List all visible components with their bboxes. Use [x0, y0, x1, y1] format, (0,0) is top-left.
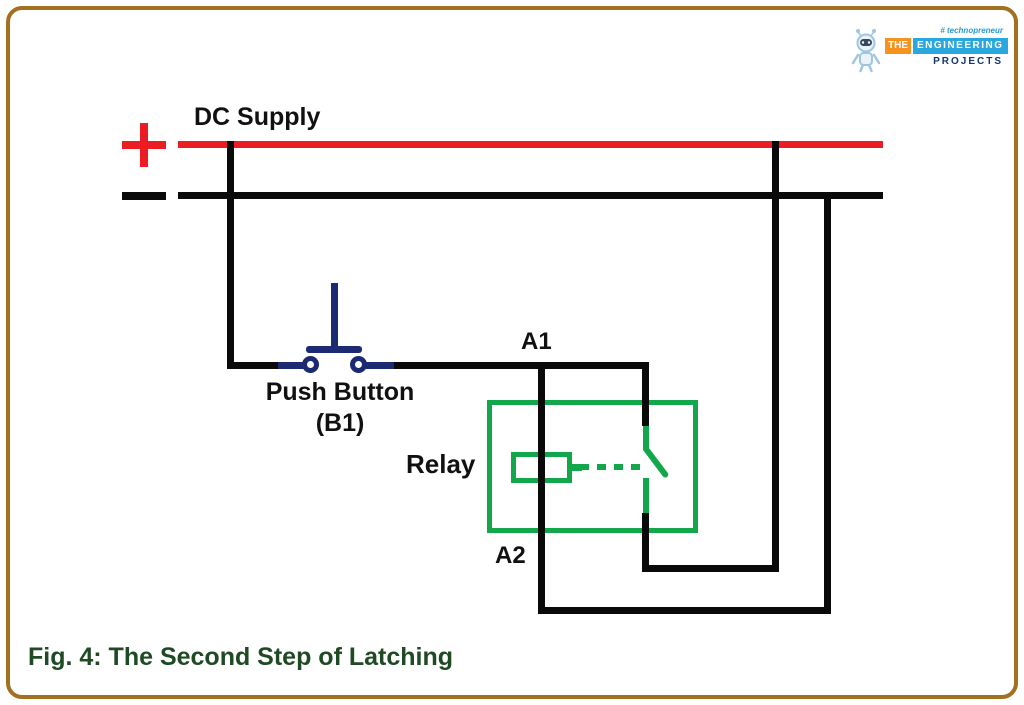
wire-negative-rail	[178, 192, 883, 199]
wire-button-right-navy	[362, 362, 394, 369]
wire-positive-rail	[178, 141, 883, 148]
relay-contact-lower-stub	[643, 478, 649, 518]
wire-button-to-relay	[391, 362, 649, 369]
relay-label: Relay	[406, 449, 476, 479]
button-bar	[306, 346, 362, 353]
robot-icon	[849, 27, 883, 78]
wire-button-left-navy	[278, 362, 308, 369]
wire-contact-bottom-drop	[642, 513, 649, 572]
wire-contact-top-drop	[642, 362, 649, 426]
terminal-a1-label: A1	[521, 328, 552, 355]
wire-a1-coil-drop	[538, 362, 545, 614]
figure-border	[6, 6, 1018, 699]
button-terminal-left	[302, 356, 319, 373]
button-stem	[331, 283, 338, 352]
push-button-ref-label: (B1)	[315, 409, 365, 437]
wire-negative-rise-right	[824, 192, 831, 614]
logo-word-engineering: ENGINEERING	[913, 38, 1008, 54]
plus-terminal-icon-vertical	[140, 123, 148, 167]
figure-caption: Fig. 4: The Second Step of Latching	[28, 643, 454, 671]
push-button-label: Push Button	[265, 378, 415, 406]
logo-word-the: THE	[885, 38, 911, 54]
wire-bottom-rail	[538, 607, 831, 614]
wire-latch-horizontal	[642, 565, 779, 572]
wire-left-drop	[227, 141, 234, 369]
relay-contact-upper-stub	[643, 424, 649, 450]
dc-supply-label: DC Supply	[194, 103, 321, 131]
wire-button-left	[227, 362, 280, 369]
terminal-a2-label: A2	[495, 542, 526, 569]
relay-coil-stub	[570, 464, 582, 471]
wire-positive-drop-right	[772, 141, 779, 572]
logo-text-block: # technopreneur THE ENGINEERING PROJECTS	[885, 25, 1008, 67]
logo-wordmark: THE ENGINEERING	[885, 38, 1008, 54]
logo-tagline: # technopreneur	[940, 26, 1003, 35]
minus-terminal-icon	[122, 192, 166, 200]
button-terminal-right	[350, 356, 367, 373]
logo-word-projects: PROJECTS	[933, 56, 1003, 67]
brand-logo: # technopreneur THE ENGINEERING PROJECTS	[849, 25, 1008, 73]
relay-linkage-dashes	[580, 464, 646, 470]
relay-outline	[487, 400, 698, 533]
